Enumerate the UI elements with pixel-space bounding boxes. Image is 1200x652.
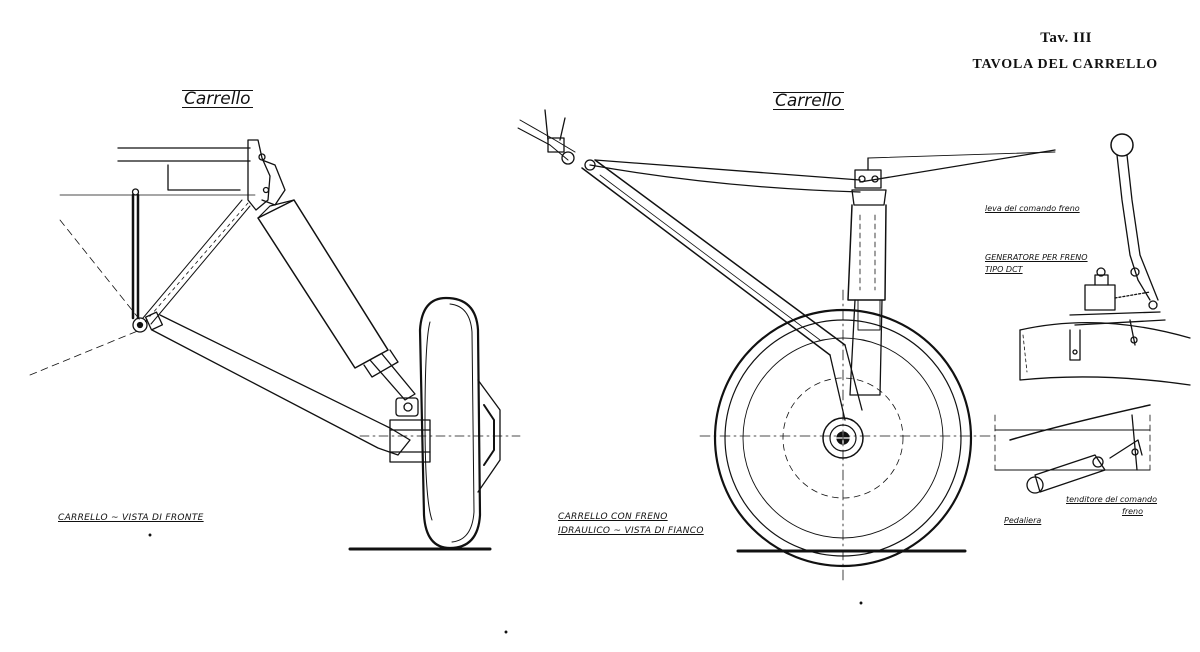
side-view-caption-line1: CARRELLO CON FRENO: [558, 512, 668, 522]
tensioner-label-line1: tenditore del comando: [1066, 495, 1158, 504]
front-view-caption: CARRELLO ~ VISTA DI FRONTE: [58, 513, 204, 523]
front-view-drawing: [29, 139, 521, 551]
tensioner-label-line2: freno: [1122, 507, 1143, 516]
brake-detail-drawing: [994, 133, 1191, 494]
pedal-label: Pedaliera: [1004, 516, 1042, 525]
front-view-title: Carrello: [182, 89, 253, 109]
brake-generator-label-line1: GENERATORE PER FRENO: [985, 253, 1088, 262]
plate-number: Tav. III: [1040, 30, 1092, 46]
plate-title: TAVOLA DEL CARRELLO: [972, 57, 1158, 72]
side-view-title: Carrello: [773, 91, 844, 111]
brake-lever-label: leva del comando freno: [985, 204, 1080, 213]
side-view-caption-line2: IDRAULICO ~ VISTA DI FIANCO: [558, 526, 704, 536]
side-view-drawing: [517, 109, 1056, 581]
brake-generator-label-line2: TIPO DCT: [985, 265, 1023, 274]
